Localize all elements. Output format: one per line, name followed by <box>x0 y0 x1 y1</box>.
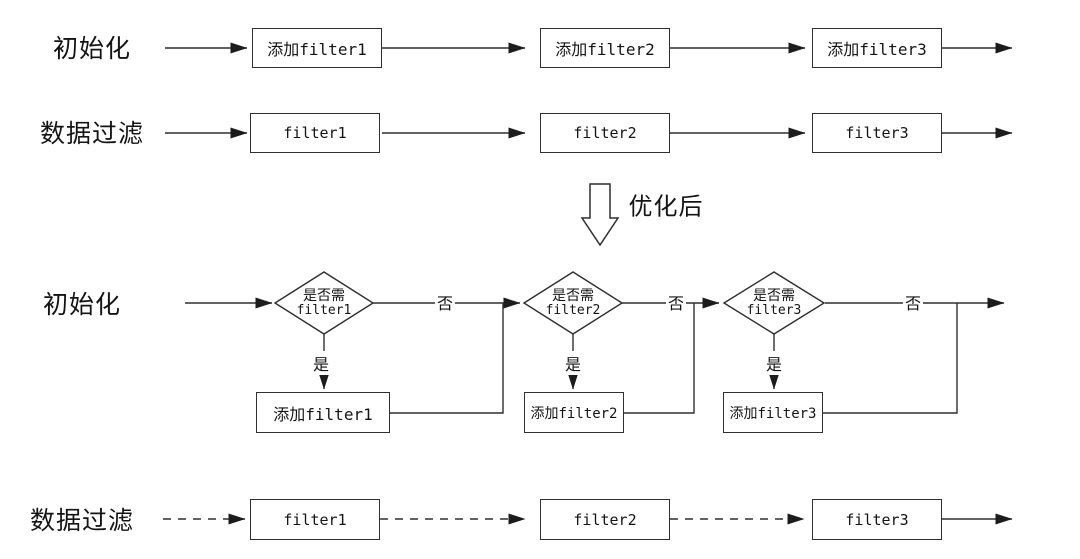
process-box: filter3 <box>812 113 942 153</box>
action-box: 添加filter3 <box>723 392 823 433</box>
decision-diamond <box>522 271 624 335</box>
action-box: 添加filter1 <box>256 392 390 433</box>
decision-text: 是否需 filter3 <box>747 289 802 319</box>
yes-label: 是 <box>562 351 584 375</box>
process-box: filter2 <box>540 499 670 540</box>
decision-line2: filter1 <box>296 303 352 319</box>
decision-text: 是否需 filter1 <box>297 289 352 319</box>
process-box: filter3 <box>812 499 942 540</box>
process-box: filter1 <box>250 499 380 540</box>
process-box: 添加filter3 <box>812 28 942 68</box>
action-box: 添加filter2 <box>524 392 624 433</box>
decision-line1: 是否需 <box>551 289 594 305</box>
decision-line2: filter3 <box>746 303 802 319</box>
process-box: filter1 <box>250 113 380 153</box>
feedback-line <box>823 303 958 414</box>
hollow-down-arrow-icon <box>580 183 620 247</box>
no-label: 否 <box>902 290 924 314</box>
process-box: 添加filter1 <box>252 28 382 68</box>
decision-diamond <box>273 271 375 335</box>
before-filter-row-label: 数据过滤 <box>39 121 145 148</box>
decision-diamonds <box>273 271 826 335</box>
yes-label: 是 <box>763 351 785 375</box>
process-box: 添加filter2 <box>540 28 670 68</box>
transition-label: 优化后 <box>628 194 704 221</box>
feedback-line <box>624 303 695 414</box>
after-filter-row-label: 数据过滤 <box>29 508 135 535</box>
yes-label: 是 <box>310 351 332 375</box>
before-init-row-label: 初始化 <box>52 36 132 63</box>
decision-line1: 是否需 <box>302 289 345 305</box>
no-label: 否 <box>434 290 456 314</box>
process-box: filter2 <box>540 113 670 153</box>
no-label: 否 <box>665 290 687 314</box>
feedback-line <box>390 303 504 414</box>
decision-line2: filter2 <box>545 303 601 319</box>
decision-text: 是否需 filter2 <box>546 289 601 319</box>
decision-diamond <box>722 271 826 335</box>
after-init-row-label: 初始化 <box>42 292 122 319</box>
decision-line1: 是否需 <box>752 289 795 305</box>
